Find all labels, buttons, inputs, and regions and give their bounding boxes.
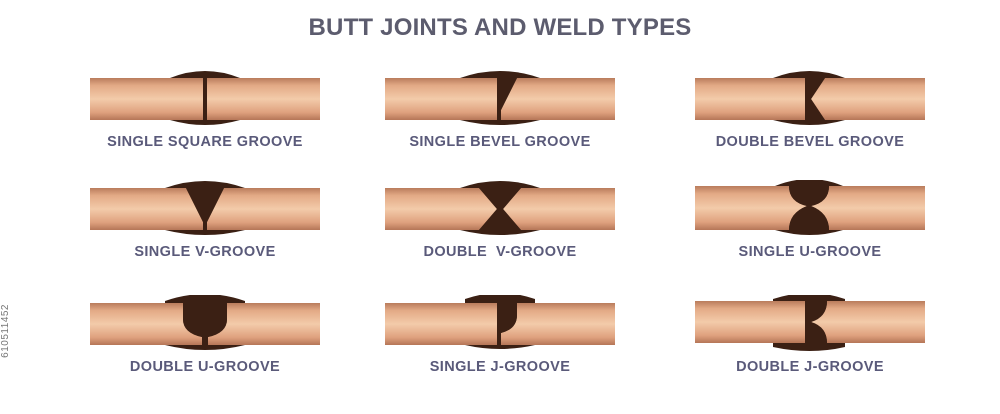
- right-plate: [207, 188, 320, 230]
- joint-double-v-groove: DOUBLE V-GROOVE: [385, 180, 615, 290]
- left-plate: [385, 303, 497, 345]
- joint-label: SINGLE J-GROOVE: [429, 359, 571, 375]
- joint-label: DOUBLE BEVEL GROOVE: [715, 134, 905, 150]
- joint-single-square-groove: SINGLE SQUARE GROOVE: [90, 70, 320, 180]
- double-v-groove-diagram: [385, 181, 615, 235]
- weld-fill: [497, 303, 517, 345]
- weld-fill: [789, 186, 829, 230]
- left-plate: [695, 186, 807, 230]
- left-plate: [90, 303, 202, 345]
- single-bevel-groove-diagram: [385, 71, 615, 125]
- joint-label: DOUBLE V-GROOVE: [423, 244, 577, 260]
- right-plate: [811, 78, 925, 120]
- right-plate: [811, 301, 925, 343]
- page-title: BUTT JOINTS AND WELD TYPES: [308, 14, 692, 41]
- left-plate: [90, 188, 203, 230]
- joint-label: DOUBLE U-GROOVE: [129, 359, 281, 375]
- left-plate: [695, 78, 805, 120]
- joint-label: SINGLE V-GROOVE: [134, 244, 276, 260]
- right-plate: [207, 78, 320, 120]
- joint-label: SINGLE BEVEL GROOVE: [409, 134, 591, 150]
- double-u-groove-diagram: [90, 295, 320, 350]
- joint-label: SINGLE U-GROOVE: [738, 244, 882, 260]
- weld-fill: [805, 78, 825, 120]
- joint-single-u-groove: SINGLE U-GROOVE: [695, 180, 925, 290]
- single-j-groove-diagram: [385, 295, 615, 349]
- double-bevel-groove-diagram: [695, 71, 925, 125]
- joint-double-u-groove: DOUBLE U-GROOVE: [90, 295, 320, 405]
- weld-fill: [479, 188, 521, 230]
- joint-label: DOUBLE J-GROOVE: [736, 359, 884, 375]
- left-plate: [385, 78, 497, 120]
- right-plate: [811, 186, 925, 230]
- weld-fill: [497, 78, 517, 120]
- weld-fill: [203, 78, 207, 120]
- weld-fill: [183, 303, 227, 345]
- right-plate: [501, 303, 615, 345]
- right-plate: [501, 78, 615, 120]
- right-plate: [503, 188, 615, 230]
- joint-label: SINGLE SQUARE GROOVE: [107, 134, 303, 150]
- joint-single-v-groove: SINGLE V-GROOVE: [90, 180, 320, 290]
- left-plate: [90, 78, 203, 120]
- single-u-groove-diagram: [695, 180, 925, 235]
- side-code: 610511452: [0, 304, 11, 358]
- weld-fill: [805, 301, 827, 343]
- single-square-groove-diagram: [90, 71, 320, 125]
- joint-single-bevel-groove: SINGLE BEVEL GROOVE: [385, 70, 615, 180]
- right-plate: [208, 303, 320, 345]
- weld-fill: [186, 188, 224, 230]
- joint-double-bevel-groove: DOUBLE BEVEL GROOVE: [695, 70, 925, 180]
- single-v-groove-diagram: [90, 181, 320, 235]
- double-j-groove-diagram: [695, 295, 925, 351]
- joint-single-j-groove: SINGLE J-GROOVE: [385, 295, 615, 405]
- left-plate: [695, 301, 805, 343]
- joint-double-j-groove: DOUBLE J-GROOVE: [695, 295, 925, 405]
- left-plate: [385, 188, 497, 230]
